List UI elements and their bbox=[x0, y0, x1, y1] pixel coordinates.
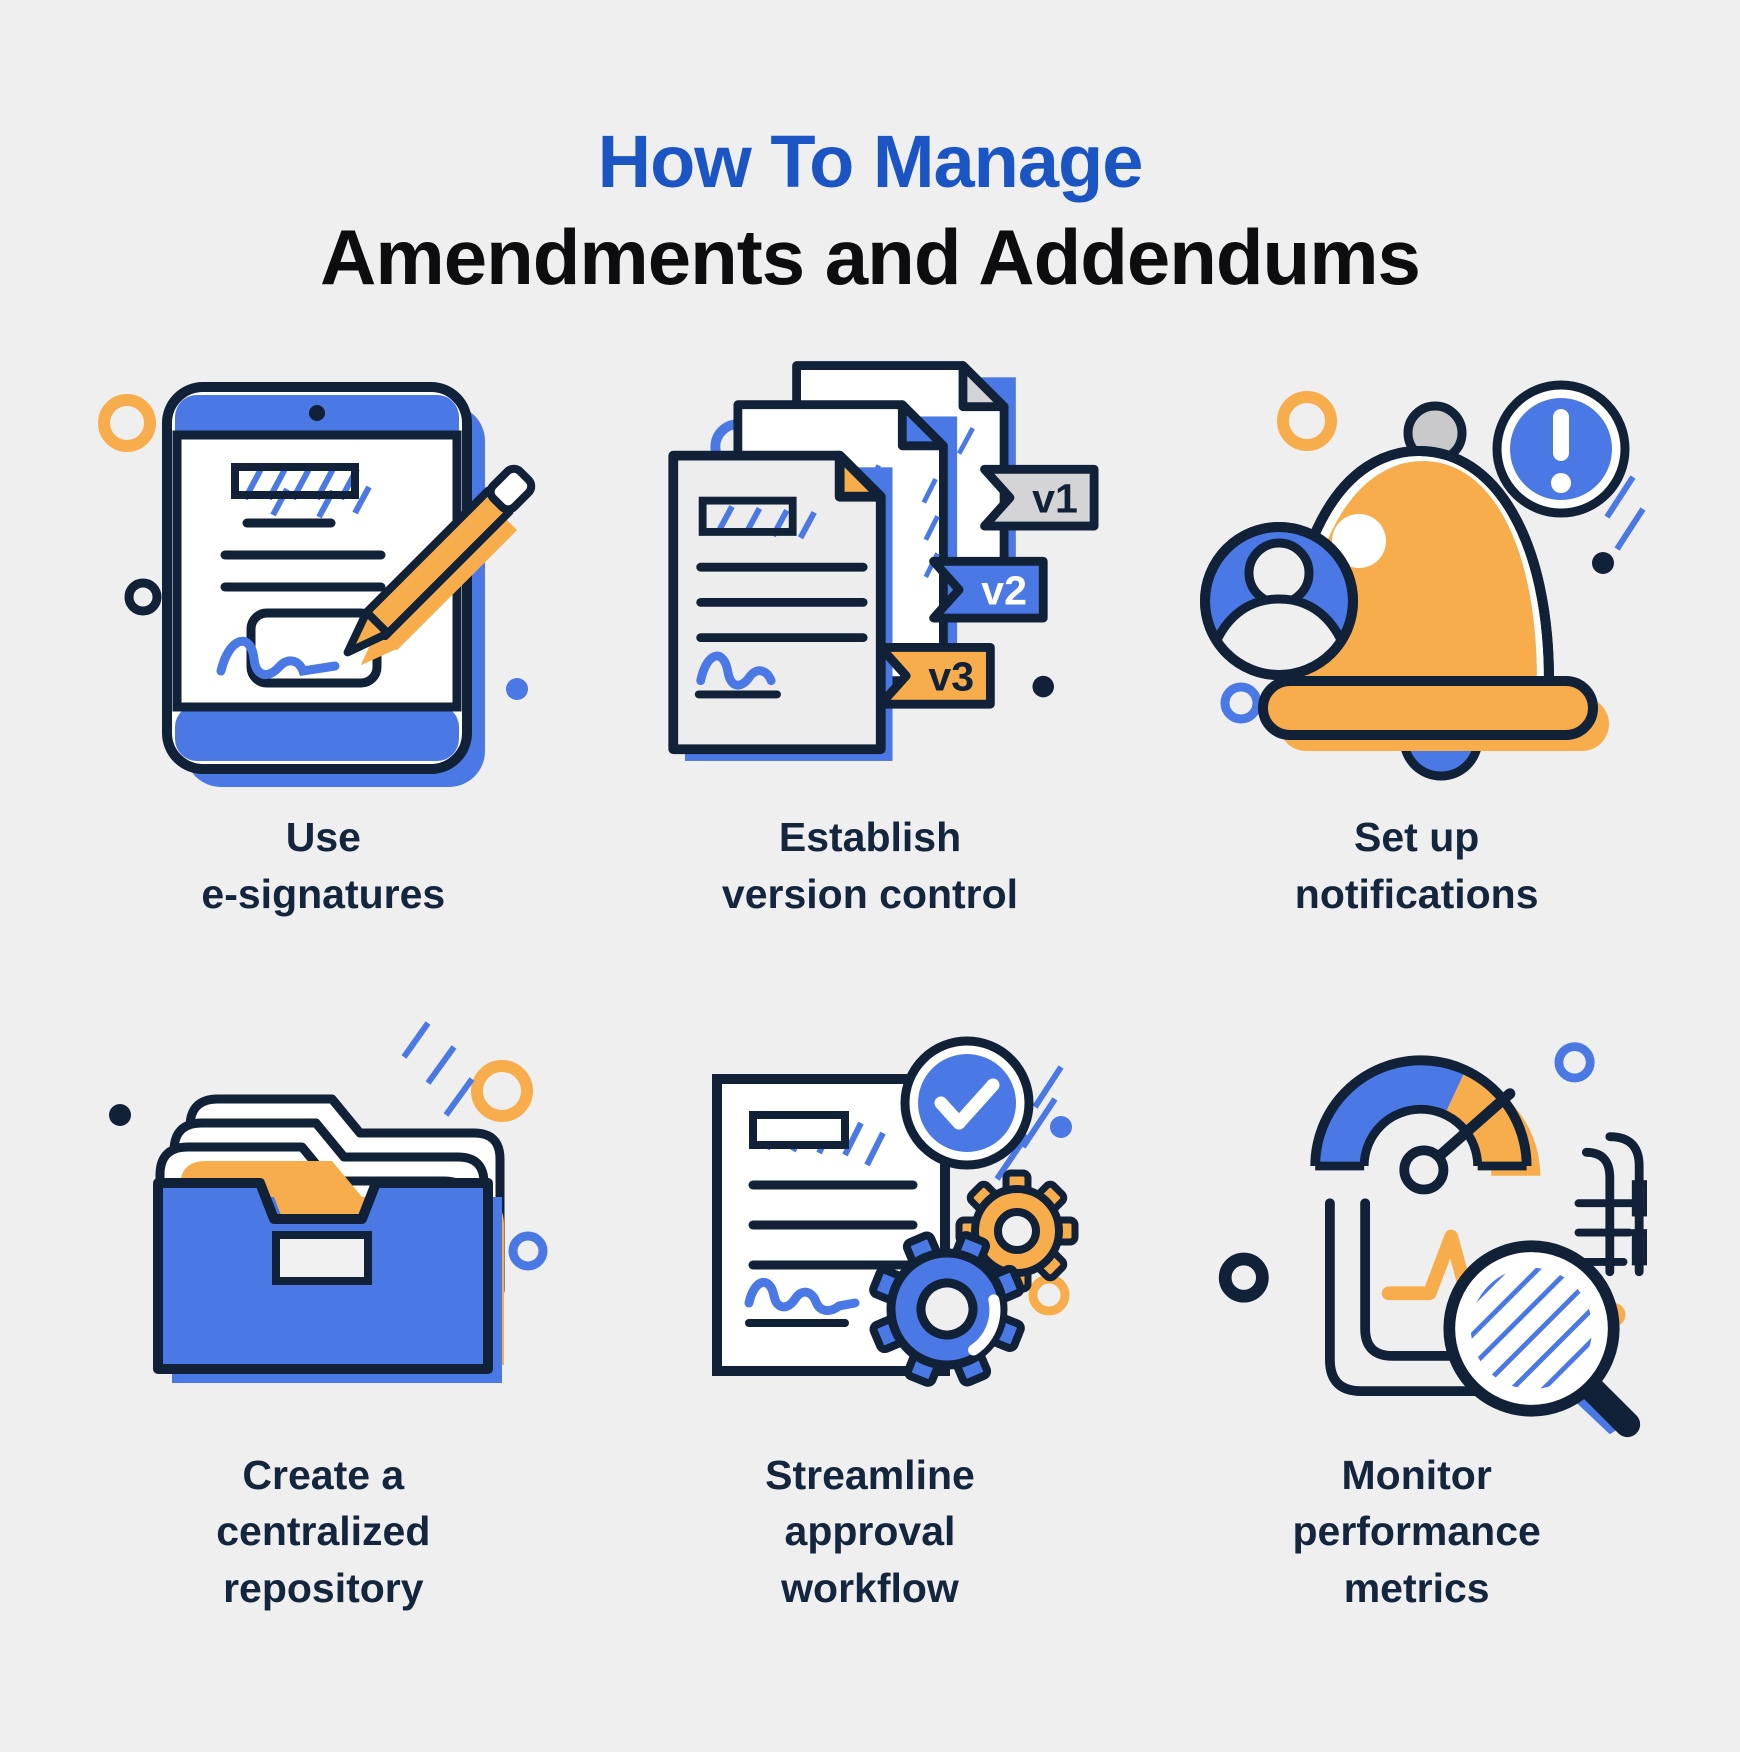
navy-dot-decoration bbox=[1591, 552, 1614, 575]
blue-gear-icon bbox=[869, 1230, 1025, 1387]
blue-dot-decoration bbox=[1049, 1115, 1072, 1138]
person-badge-icon bbox=[1199, 522, 1358, 681]
version-control-documents-icon: v1 v2 v3 bbox=[640, 349, 1100, 801]
navy-dot-decoration bbox=[1032, 676, 1054, 698]
step-label: Set up notifications bbox=[1294, 814, 1539, 917]
navy-dot-decoration bbox=[109, 1103, 132, 1126]
step-card-metrics: Monitor performance metrics bbox=[1153, 987, 1680, 1617]
steps-grid: Use e-signatures bbox=[0, 303, 1740, 1616]
centralized-repository-icon bbox=[93, 987, 553, 1439]
version-tag-v3: v3 bbox=[876, 643, 995, 709]
step-card-approval-workflow: Streamline approval workflow bbox=[607, 987, 1134, 1617]
approval-workflow-icon bbox=[640, 987, 1100, 1439]
title-line-2: Amendments and Addendums bbox=[320, 213, 1421, 302]
svg-text:v1: v1 bbox=[1032, 476, 1078, 522]
orange-ring-decoration bbox=[471, 1059, 534, 1122]
page-title: How To Manage Amendments and Addendums bbox=[0, 0, 1740, 303]
svg-text:v3: v3 bbox=[928, 654, 974, 700]
blue-dot-decoration bbox=[506, 678, 529, 701]
version-tag-v2: v2 bbox=[929, 557, 1048, 623]
version-tag-v1: v1 bbox=[980, 465, 1099, 531]
step-label: Create a centralized repository bbox=[216, 1451, 431, 1611]
gauge-icon bbox=[1309, 1055, 1540, 1194]
magnifier-icon bbox=[1443, 1239, 1640, 1437]
step-label: Establish version control bbox=[721, 814, 1019, 917]
esignature-tablet-icon bbox=[93, 349, 553, 801]
step-card-version-control: v1 v2 v3 Establish version control bbox=[607, 349, 1134, 922]
svg-text:v2: v2 bbox=[981, 568, 1027, 614]
pen-icon bbox=[343, 465, 536, 657]
navy-ring-decoration bbox=[124, 578, 162, 616]
performance-metrics-icon bbox=[1187, 987, 1647, 1439]
step-label: Monitor performance metrics bbox=[1292, 1451, 1541, 1611]
step-card-notifications: Set up notifications bbox=[1153, 349, 1680, 922]
blue-ring-decoration bbox=[1554, 1041, 1595, 1082]
step-label: Streamline approval workflow bbox=[765, 1451, 975, 1611]
navy-ring-decoration bbox=[1218, 1252, 1269, 1303]
step-card-repository: Create a centralized repository bbox=[60, 987, 587, 1617]
blue-ring-decoration bbox=[508, 1231, 548, 1270]
orange-ring-decoration bbox=[1276, 391, 1337, 452]
orange-ring-decoration bbox=[98, 394, 157, 453]
step-label: Use e-signatures bbox=[201, 814, 446, 917]
title-line-1: How To Manage bbox=[597, 120, 1144, 203]
alert-badge-icon bbox=[1492, 380, 1630, 518]
blue-ring-decoration bbox=[1220, 682, 1262, 724]
step-card-e-signatures: Use e-signatures bbox=[60, 349, 587, 922]
notification-bell-icon bbox=[1187, 349, 1647, 801]
check-badge-icon bbox=[900, 1036, 1034, 1169]
orange-ring-decoration bbox=[1028, 1274, 1070, 1315]
